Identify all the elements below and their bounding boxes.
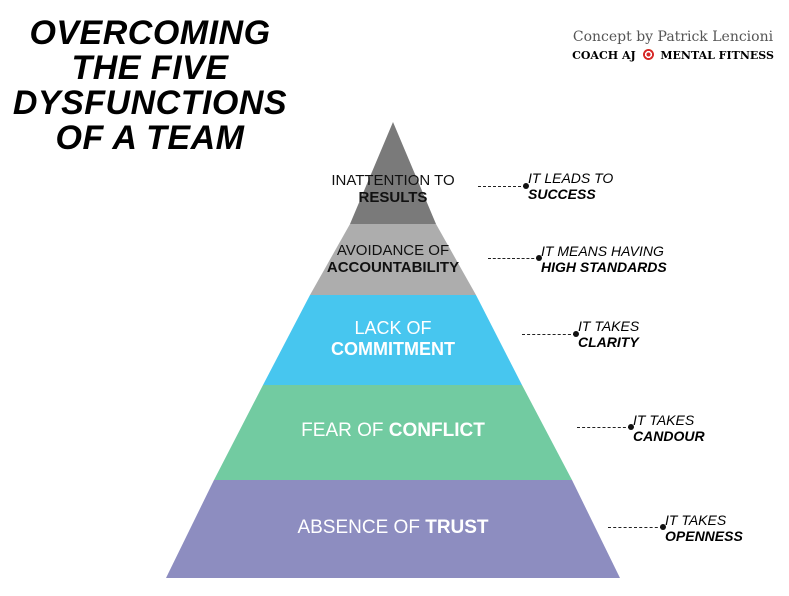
level-label-prefix: LACK OF [354,318,432,338]
coach-name: COACH AJ [572,49,636,62]
level-label-prefix: ABSENCE OF [297,517,426,538]
concept-credit: Concept by Patrick Lencioni [572,29,774,45]
callout-line: IT TAKES [665,512,727,528]
callout-line: IT TAKES [578,318,640,334]
callout-trust: IT TAKES OPENNESS [665,512,743,544]
callout-keyword: HIGH STANDARDS [541,259,667,275]
callout-line: IT MEANS HAVING [541,243,664,259]
callout-connector [488,255,542,261]
level-label-keyword: RESULTS [358,189,428,206]
level-label-keyword: ACCOUNTABILITY [326,259,460,276]
title-line: OVERCOMING [29,14,271,52]
level-label-prefix: INATTENTION TO [331,172,455,189]
level-label-keyword: COMMITMENT [331,339,455,359]
callout-keyword: CLARITY [578,334,639,350]
coach-credit: COACH AJ MENTAL FITNESS [568,49,778,62]
title-line: THE FIVE [71,49,229,87]
callout-line: IT LEADS TO [528,170,614,186]
title-line: OF A TEAM [55,119,245,157]
level-label-commitment: LACK OF COMMITMENT [331,318,455,360]
coach-brand: MENTAL FITNESS [660,49,774,62]
callout-conflict: IT TAKES CANDOUR [633,412,705,444]
level-label-prefix: FEAR OF [301,420,389,441]
target-icon [642,49,654,60]
level-label-prefix: AVOIDANCE OF [336,242,450,259]
level-label-trust: ABSENCE OF TRUST [297,517,488,539]
connector-dot [628,424,634,430]
page-title: OVERCOMING THE FIVE DYSFUNCTIONS OF A TE… [0,16,300,156]
callout-results: IT LEADS TO SUCCESS [528,170,613,202]
connector-dot [573,331,579,337]
connector-dot [523,183,529,189]
level-label-keyword: TRUST [425,517,489,538]
pyramid-level-commitment [263,295,522,385]
credit-block: Concept by Patrick Lencioni COACH AJ MEN… [568,29,778,62]
callout-connector [478,183,529,189]
callout-keyword: OPENNESS [665,528,743,544]
callout-line: IT TAKES [633,412,695,428]
connector-dot [660,524,666,530]
pyramid-level-accountability [310,224,476,295]
title-line: DYSFUNCTIONS [12,84,288,122]
callout-accountability: IT MEANS HAVING HIGH STANDARDS [541,243,667,275]
pyramid-level-conflict [214,385,572,480]
level-label-conflict: FEAR OF CONFLICT [301,420,485,442]
callout-connector [522,331,579,337]
callout-connector [577,424,634,430]
level-label-accountability: AVOIDANCE OF ACCOUNTABILITY [327,242,459,276]
level-label-results: INATTENTION TO RESULTS [331,172,454,206]
callout-connector [608,524,666,530]
callout-keyword: CANDOUR [633,428,705,444]
callout-commitment: IT TAKES CLARITY [578,318,639,350]
pyramid-level-results [350,122,436,224]
pyramid-level-trust [166,480,620,578]
callout-keyword: SUCCESS [528,186,596,202]
connector-dot [536,255,542,261]
level-label-keyword: CONFLICT [388,420,485,441]
